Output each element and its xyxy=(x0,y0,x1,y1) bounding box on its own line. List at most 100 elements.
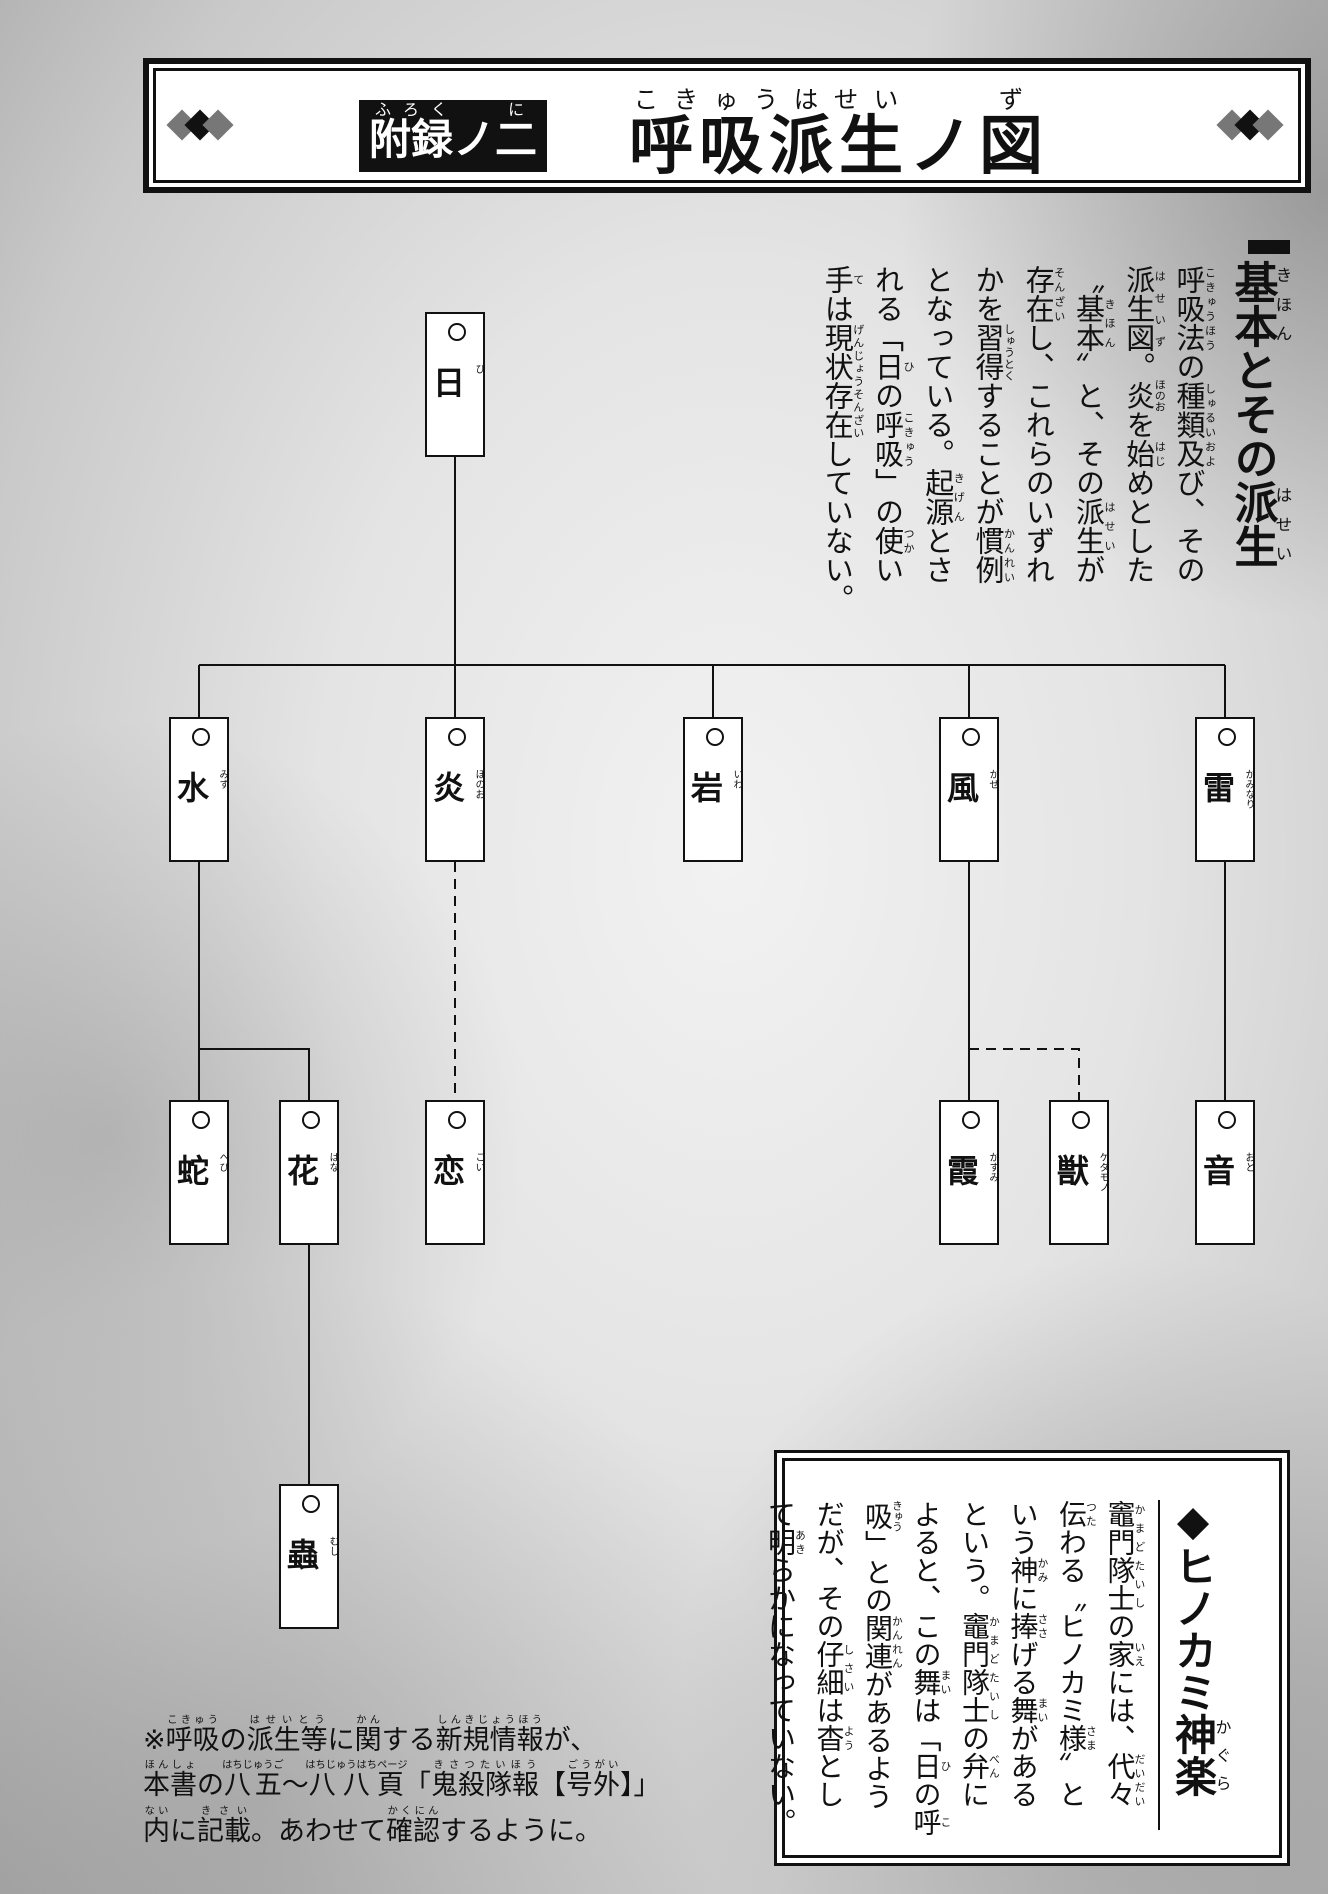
tag-furigana: はな xyxy=(327,1152,338,1172)
ruby-word: 派生はせい xyxy=(1226,480,1294,568)
tag-furigana: ほのお xyxy=(473,769,484,799)
text-line: 吸きゅう」との関連かんれんがあるよう xyxy=(861,1500,904,1810)
ruby-word: 神楽かぐら xyxy=(1168,1713,1232,1797)
ruby-word: 伝つた xyxy=(1055,1500,1098,1528)
ruby-word: 代々だいだい xyxy=(1103,1752,1147,1808)
ruby-word: 様さま xyxy=(1055,1724,1098,1752)
title-banner: 附録ふろくノ二に 呼吸派生こきゅうはせいノ図ず xyxy=(143,58,1311,193)
text-line: 竈門隊士かまどたいしの家いえには、代々だいだい xyxy=(1103,1500,1147,1808)
tag-kanji: 風 xyxy=(947,769,980,807)
ruby-word: 呼吸法こきゅうほう xyxy=(1172,265,1217,352)
tag-kanji: 日 xyxy=(433,364,466,402)
text-line: となっている。起源きげんとさ xyxy=(920,265,966,584)
tag-kanji: 蛇 xyxy=(177,1152,210,1190)
section-heading-hinokami: ◆ヒノカミ神楽かぐら xyxy=(1168,1496,1232,1797)
page-title: 呼吸派生こきゅうはせいノ図ず xyxy=(629,85,1049,184)
tag-furigana: かぜ xyxy=(987,769,998,789)
ruby-word: 家いえ xyxy=(1103,1640,1147,1668)
hole-icon xyxy=(962,728,980,746)
ruby-word: 派生はせい xyxy=(1071,497,1117,555)
ruby-word: 派生等はせいとう xyxy=(246,1714,328,1756)
ruby-word: 日ひ xyxy=(909,1752,953,1780)
tag-kanji: 水 xyxy=(177,769,210,807)
text-line: かを習得しゅうとくすることが慣例かんれい xyxy=(971,265,1016,584)
ruby-word: 号外ごうがい xyxy=(565,1759,620,1802)
ruby-word: 呼吸こきゅう xyxy=(165,1714,220,1756)
tag-kanji: 雷 xyxy=(1203,769,1236,807)
ruby-word: 記載きさい xyxy=(197,1804,251,1847)
ruby-word: 鬼殺隊報きさつたいほう xyxy=(430,1759,539,1802)
text-line: いう神かみに捧ささげる舞まいがある xyxy=(1006,1500,1050,1808)
ruby-word: 舞まい xyxy=(1006,1696,1050,1724)
tag-furigana: かみなり xyxy=(1243,769,1254,809)
ruby-word: 神かみ xyxy=(1006,1556,1050,1584)
tag-kanji: 蟲 xyxy=(287,1536,320,1574)
footnote: ※呼吸こきゅうの派生等はせいとうに関かんする新規情報しんきじょうほうが、本書ほん… xyxy=(143,1712,660,1848)
section-heading-basics: 基本きほんとその派生はせい xyxy=(1226,260,1294,568)
tag-furigana: かすみ xyxy=(987,1152,998,1182)
tag-furigana: いわ xyxy=(731,769,742,789)
tag-kanji: 霞 xyxy=(947,1152,980,1190)
ruby-word: 日ひ xyxy=(870,352,916,381)
ruby-word: 派生図はせいず xyxy=(1121,265,1167,352)
ruby-word: 舞まい xyxy=(909,1668,953,1696)
hole-icon xyxy=(1218,1111,1236,1129)
ruby-word: 手て xyxy=(820,265,865,294)
ruby-word: 竈門隊士かまどたいし xyxy=(1103,1500,1147,1612)
ruby-word: 炎ほのお xyxy=(1121,378,1167,413)
ruby-word: 杳よう xyxy=(812,1724,856,1752)
ruby-word: 八五はちじゅうご xyxy=(222,1759,284,1802)
hole-icon xyxy=(1218,728,1236,746)
ruby-word: 弁べん xyxy=(958,1752,1001,1780)
text-line: 存在そんざいし、これらのいずれ xyxy=(1021,265,1066,584)
text-line: れる「日ひの呼吸こきゅう」の使つかい xyxy=(870,265,916,584)
section-body-hinokami: 竈門隊士かまどたいしの家いえには、代々だいだい伝つたわる〝ヒノカミ様さま〟という… xyxy=(763,1500,1147,1836)
hole-icon xyxy=(448,1111,466,1129)
box-divider xyxy=(1158,1500,1160,1830)
heading-bar xyxy=(1248,240,1290,254)
tag-mist: 霞かすみ xyxy=(939,1100,999,1245)
text-line: 呼吸法こきゅうほうの種類及しゅるいおよび、その xyxy=(1172,265,1217,584)
ruby-word: 存在そんざい xyxy=(1021,265,1066,323)
hole-icon xyxy=(448,728,466,746)
ruby-word: 確認かくにん xyxy=(386,1804,440,1847)
tag-furigana: ひ xyxy=(473,364,484,374)
text-line: 内ないに記載きさい。あわせて確認かくにんするように。 xyxy=(143,1804,602,1847)
hole-icon xyxy=(302,1111,320,1129)
ruby-word: 明あき xyxy=(764,1528,807,1556)
text-line: 伝つたわる〝ヒノカミ様さま〟と xyxy=(1055,1500,1098,1808)
tag-kanji: 恋 xyxy=(433,1152,466,1190)
tag-furigana: ケダモノ xyxy=(1097,1152,1108,1192)
tag-love: 恋こい xyxy=(425,1100,485,1245)
ruby-word: 呼吸こきゅう xyxy=(870,410,916,468)
tag-furigana: こい xyxy=(473,1152,484,1172)
ruby-word: 呼こ xyxy=(909,1808,953,1836)
tag-sun: 日ひ xyxy=(425,312,485,457)
text-line: だが、その仔細しさいは杳ようとし xyxy=(812,1500,856,1808)
ruby-word: 使つか xyxy=(870,526,916,555)
ruby-word: 呼吸派生こきゅうはせい xyxy=(629,85,909,184)
tag-stone: 岩いわ xyxy=(683,717,743,862)
tag-furigana: へび xyxy=(217,1152,228,1172)
tag-furigana: おと xyxy=(1243,1152,1254,1172)
ruby-word: 附録ふろく xyxy=(369,100,454,164)
hole-icon xyxy=(1072,1111,1090,1129)
ruby-word: 新規情報しんきじょうほう xyxy=(435,1714,544,1756)
ruby-word: 基本きほん xyxy=(1226,260,1294,348)
tag-furigana: むし xyxy=(327,1536,338,1556)
section-body-basics: 呼吸法こきゅうほうの種類及しゅるいおよび、その派生図はせいず。炎ほのおを始はじめ… xyxy=(819,265,1216,613)
tag-flame: 炎ほのお xyxy=(425,717,485,862)
ruby-word: 八八頁はちじゅうはちページ xyxy=(305,1759,408,1802)
hole-icon xyxy=(962,1111,980,1129)
ruby-word: 現状存在げんじょうそんざい xyxy=(820,323,865,439)
hole-icon xyxy=(192,728,210,746)
tag-kanji: 獣 xyxy=(1057,1152,1090,1190)
tag-thunder: 雷かみなり xyxy=(1195,717,1255,862)
ruby-word: 起源きげん xyxy=(920,468,966,526)
tag-insect: 蟲むし xyxy=(279,1484,339,1629)
connector-water-flower xyxy=(199,1048,310,1100)
tag-kanji: 炎 xyxy=(433,769,466,807)
ruby-word: 種類及しゅるいおよ xyxy=(1172,381,1217,468)
ruby-word: 関かん xyxy=(354,1714,382,1756)
